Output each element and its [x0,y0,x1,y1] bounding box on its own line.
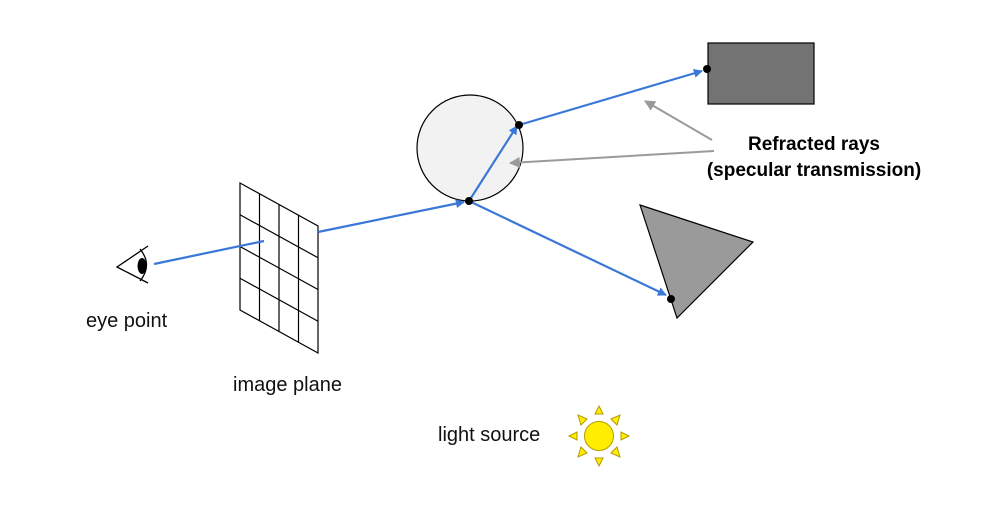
image-plane-label: image plane [233,374,342,396]
hit-point [465,197,473,205]
sun-icon [567,404,631,468]
ray-paths [153,68,703,296]
image-plane-grid [239,181,319,355]
triangle-object [639,204,755,320]
refractive-sphere [416,94,524,202]
eye-icon [115,245,149,284]
refracted-ray-to-box [518,68,703,127]
reflected-ray-to-triangle [468,200,667,296]
hit-point [515,121,523,129]
primary-ray-segment [153,239,265,266]
light-source-label: light source [438,424,541,446]
refracted-rays-label: Refracted rays (specular transmission) [664,132,964,184]
primary-ray-to-sphere [317,199,465,234]
refracted-ray-inside [468,125,518,202]
refracted-rays-subtitle: (specular transmission) [706,160,922,181]
box-object [707,42,815,105]
annotation-arrows [508,100,715,168]
eye-point-label: eye point [86,310,168,332]
hit-point [667,295,675,303]
hit-point [703,65,711,73]
refracted-rays-title: Refracted rays [747,134,881,155]
intersection-points [465,65,711,303]
